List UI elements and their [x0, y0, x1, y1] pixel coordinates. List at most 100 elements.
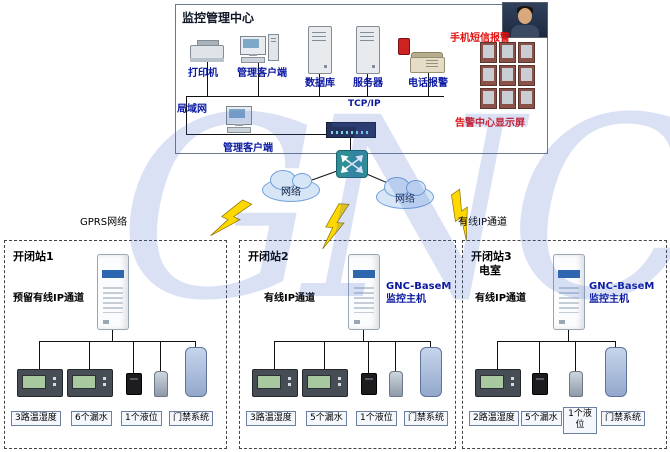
- station3-channel-label: 有线IP通道: [475, 293, 527, 304]
- station2-channel-label: 有线IP通道: [264, 293, 316, 304]
- station3-sensor4-tag: 门禁系统: [601, 411, 646, 427]
- station3-subtitle: 电室: [479, 264, 501, 277]
- client1-label: 管理客户端: [237, 68, 287, 79]
- station2-wire-1: [274, 341, 275, 369]
- station3-wire-4: [615, 341, 616, 347]
- station1-wire-1: [39, 341, 40, 369]
- right-cloud-label: 网络: [395, 194, 415, 205]
- network-cloud-right: 网络: [376, 177, 434, 209]
- station3-wire-host: [568, 328, 569, 341]
- station3-wire-1: [497, 341, 498, 369]
- telephone-icon: [410, 52, 445, 73]
- station3-access-control-icon: [605, 347, 627, 397]
- station1-wire-2: [89, 341, 90, 369]
- station2-leak-monitor-icon: [302, 369, 348, 397]
- display-wall-label: 告警中心显示屏: [455, 118, 525, 129]
- station3-wire-2: [539, 341, 540, 373]
- person-photo: [502, 2, 548, 38]
- wire-phone: [428, 72, 429, 96]
- wire-database: [319, 72, 320, 96]
- client2-computer-icon: [226, 104, 266, 134]
- station1-wire-4: [160, 341, 161, 371]
- station3-wire-3: [575, 341, 576, 371]
- sms-alarm-label: 手机短信报警: [450, 33, 510, 44]
- station1-title: 开闭站1: [13, 250, 54, 263]
- station2-host-icon: [348, 254, 380, 330]
- client1-computer-icon: [240, 34, 280, 64]
- management-center-title: 监控管理中心: [182, 11, 255, 25]
- station1-wire-5: [195, 341, 196, 347]
- wire-printer: [207, 62, 208, 96]
- lightning-bolt-left: [210, 193, 253, 247]
- station1-wire-bus: [39, 341, 195, 342]
- router-arrows-icon: [340, 154, 364, 174]
- station3-host-icon: [553, 254, 585, 330]
- station3-temp-humidity-monitor-icon: [475, 369, 521, 397]
- station1-sensor2-tag: 6个漏水: [71, 411, 112, 427]
- station2-title: 开闭站2: [248, 250, 289, 263]
- wire-lan-bus: [186, 96, 444, 97]
- network-switch-icon: [326, 122, 376, 138]
- router-icon: [336, 150, 368, 178]
- station-box-1: 开闭站1 预留有线IP通道 3路温湿度 6个漏水 1个液位 门禁系统: [4, 240, 227, 449]
- station1-leak-sensor-icon: [126, 373, 142, 395]
- printer-label: 打印机: [188, 68, 218, 79]
- gprs-network-label: GPRS网络: [80, 217, 128, 228]
- display-wall-icon: [480, 42, 535, 109]
- station1-channel-label: 预留有线IP通道: [13, 293, 85, 304]
- station3-title: 开闭站3: [471, 250, 512, 263]
- station2-leak-sensor-icon: [361, 373, 377, 395]
- station3-host-label: GNC-BaseM 监控主机: [589, 281, 654, 306]
- wire-lan-left: [186, 96, 187, 134]
- wire-client1: [258, 60, 259, 96]
- station2-wire-2: [324, 341, 325, 369]
- wire-server: [367, 72, 368, 96]
- station2-sensor3-tag: 1个液位: [356, 411, 397, 427]
- network-cloud-left: 网络: [262, 170, 320, 202]
- station1-temp-humidity-monitor-icon: [17, 369, 63, 397]
- station3-level-sensor-icon: [569, 371, 583, 397]
- station1-sensor1-tag: 3路温湿度: [11, 411, 61, 427]
- left-cloud-label: 网络: [281, 187, 301, 198]
- phone-alarm-label: 电话报警: [408, 78, 448, 89]
- station3-host-line1: GNC-BaseM: [589, 281, 655, 292]
- wired-ip-channel-label: 有线IP通道: [458, 217, 507, 228]
- station1-host-icon: [97, 254, 129, 330]
- wire-lan-lower: [186, 134, 326, 135]
- station1-sensor3-tag: 1个液位: [121, 411, 162, 427]
- station2-wire-bus: [274, 341, 430, 342]
- alarm-button-icon: [398, 38, 410, 55]
- client2-label: 管理客户端: [223, 143, 273, 154]
- station3-host-line2: 监控主机: [589, 293, 629, 305]
- server-icon: [356, 26, 380, 74]
- station2-sensor4-tag: 门禁系统: [404, 411, 449, 427]
- station2-level-sensor-icon: [389, 371, 403, 397]
- station2-host-label: GNC-BaseM 监控主机: [386, 281, 451, 306]
- station1-wire-host: [112, 328, 113, 341]
- station-box-3: 开闭站3 电室 有线IP通道 GNC-BaseM 监控主机 2路温湿度 5个漏水…: [462, 240, 667, 449]
- station2-wire-3: [368, 341, 369, 373]
- database-label: 数据库: [305, 78, 335, 89]
- tcpip-label: TCP/IP: [348, 99, 381, 109]
- station1-wire-3: [133, 341, 134, 373]
- server-label: 服务器: [353, 78, 383, 89]
- station2-sensor2-tag: 5个漏水: [306, 411, 347, 427]
- station1-leak-monitor-icon: [67, 369, 113, 397]
- station2-wire-host: [363, 328, 364, 341]
- station2-wire-4: [395, 341, 396, 371]
- station3-sensor1-tag: 2路温湿度: [469, 411, 519, 427]
- lan-label: 局域网: [177, 104, 207, 115]
- station2-wire-5: [430, 341, 431, 347]
- database-server-icon: [308, 26, 332, 74]
- station3-wire-bus: [497, 341, 615, 342]
- wire-switch-router: [350, 136, 351, 150]
- station3-sensor2-tag: 5个漏水: [521, 411, 562, 427]
- station2-host-line2: 监控主机: [386, 293, 426, 305]
- station3-leak-sensor-icon: [532, 373, 548, 395]
- station1-sensor4-tag: 门禁系统: [169, 411, 214, 427]
- station1-access-control-icon: [185, 347, 207, 397]
- station2-access-control-icon: [420, 347, 442, 397]
- station-box-2: 开闭站2 有线IP通道 GNC-BaseM 监控主机 3路温湿度 5个漏水 1个…: [239, 240, 456, 449]
- printer-icon: [190, 40, 224, 62]
